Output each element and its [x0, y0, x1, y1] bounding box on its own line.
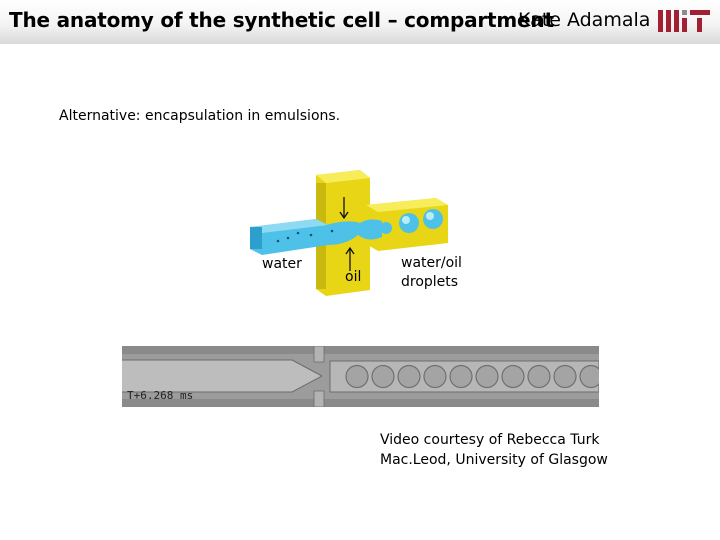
droplets-label-line2: droplets [401, 274, 459, 290]
slide-subtitle: Alternative: encapsulation in emulsions. [59, 108, 341, 124]
slide-title: The anatomy of the synthetic cell – comp… [9, 8, 554, 32]
microfluidic-junction-diagram [250, 170, 448, 296]
video-credit-line1: Video courtesy of Rebecca Turk [380, 432, 600, 448]
mit-logo [658, 10, 710, 32]
droplets-label: water/oil droplets [401, 254, 462, 292]
author-name: Kate Adamala [518, 9, 651, 31]
video-credit-line2: Mac.Leod, University of Glasgow [380, 452, 608, 468]
oil-label: oil [345, 269, 362, 285]
droplets-label-line1: water/oil [401, 255, 462, 271]
video-credit: Video courtesy of Rebecca Turk Mac.Leod,… [380, 430, 608, 470]
droplet-video-frame[interactable] [122, 346, 599, 407]
slide-header: The anatomy of the synthetic cell – comp… [0, 0, 720, 44]
water-label: water [262, 256, 302, 272]
video-timestamp: T+6.268 ms [127, 389, 194, 402]
